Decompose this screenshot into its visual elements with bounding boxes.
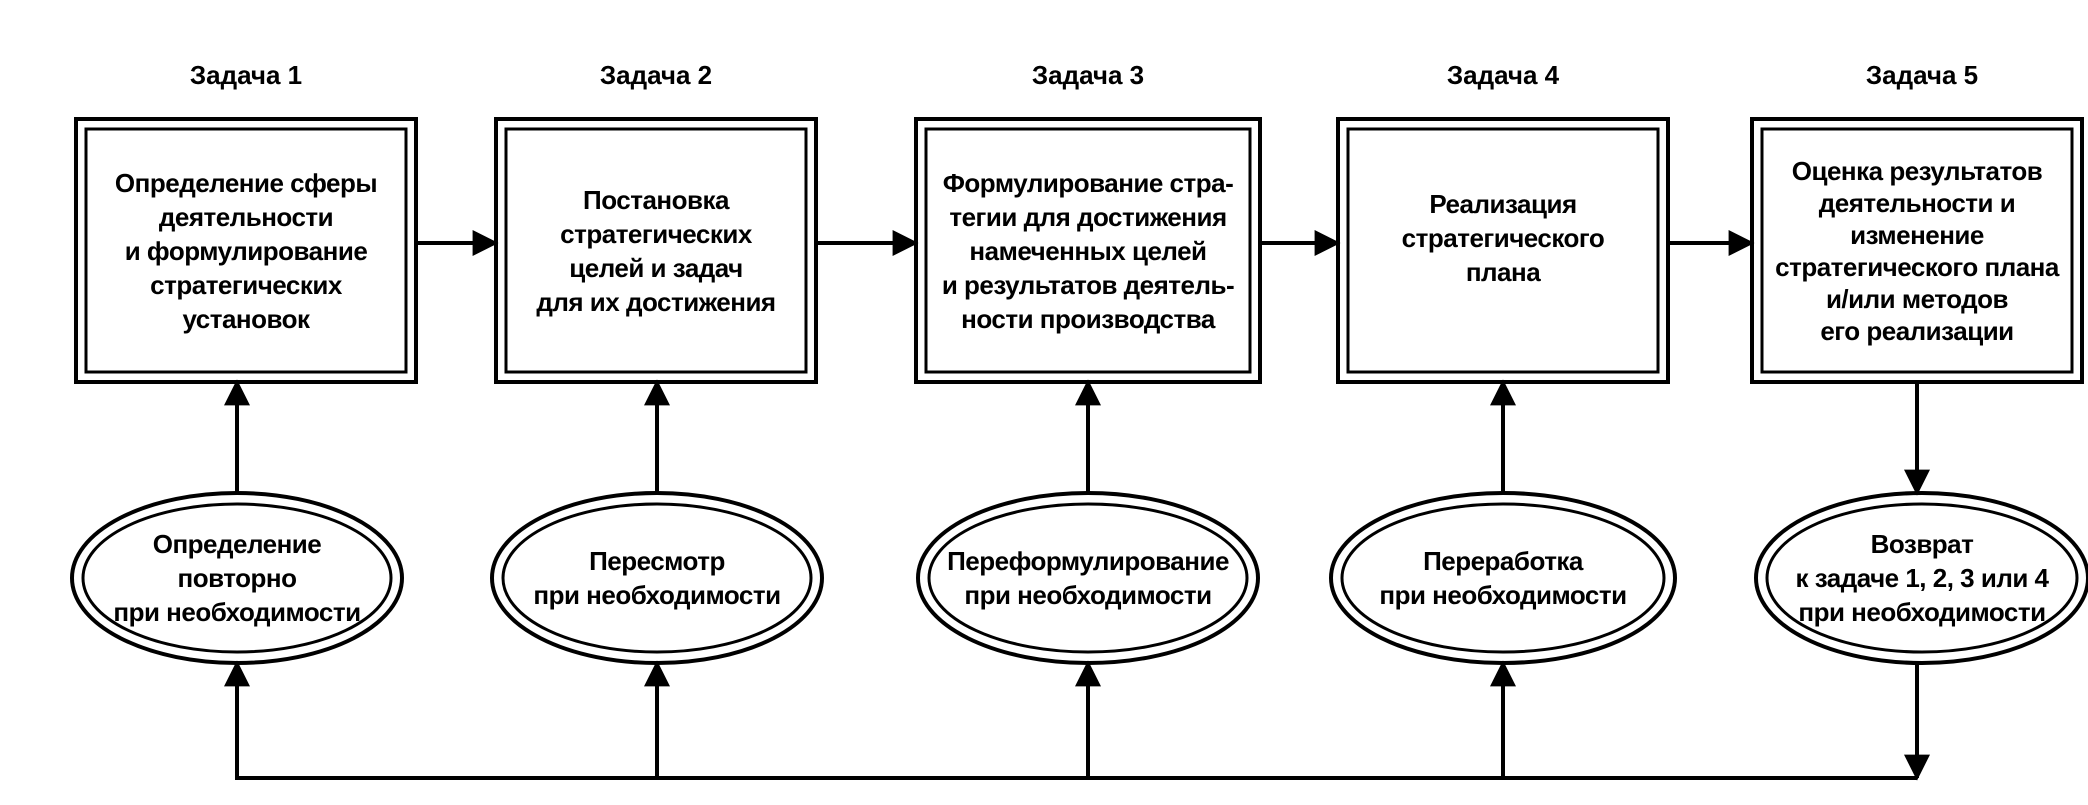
task-title-2: Задача 2: [599, 60, 713, 90]
task-box-5-text: Оценка результатов деятельности и измене…: [1775, 155, 2059, 346]
task-title-3: Задача 3: [1031, 60, 1145, 90]
task-box-1-text: Определение сферы деятельности и формули…: [114, 167, 378, 334]
revision-oval-5-text: Возврат к задаче 1, 2, 3 или 4 при необх…: [1795, 529, 2049, 627]
revision-oval-4-text: Переработка при необходимости: [1379, 546, 1627, 610]
task-title-1: Задача 1: [189, 60, 303, 90]
task-box-3-text: Формулирование стра- тегии для достижени…: [941, 167, 1235, 334]
task-title-4: Задача 4: [1446, 60, 1560, 90]
revision-oval-3-text: Переформулирование при необходимости: [947, 546, 1229, 610]
revision-oval-2-text: Пересмотр при необходимости: [533, 546, 781, 610]
task-box-4-text: Реализация стратегического плана: [1401, 189, 1605, 287]
task-title-5: Задача 5: [1865, 60, 1979, 90]
task-box-2-text: Постановка стратегических целей и задач …: [536, 184, 776, 317]
revision-oval-1-text: Определение повторно при необходимости: [113, 529, 361, 627]
